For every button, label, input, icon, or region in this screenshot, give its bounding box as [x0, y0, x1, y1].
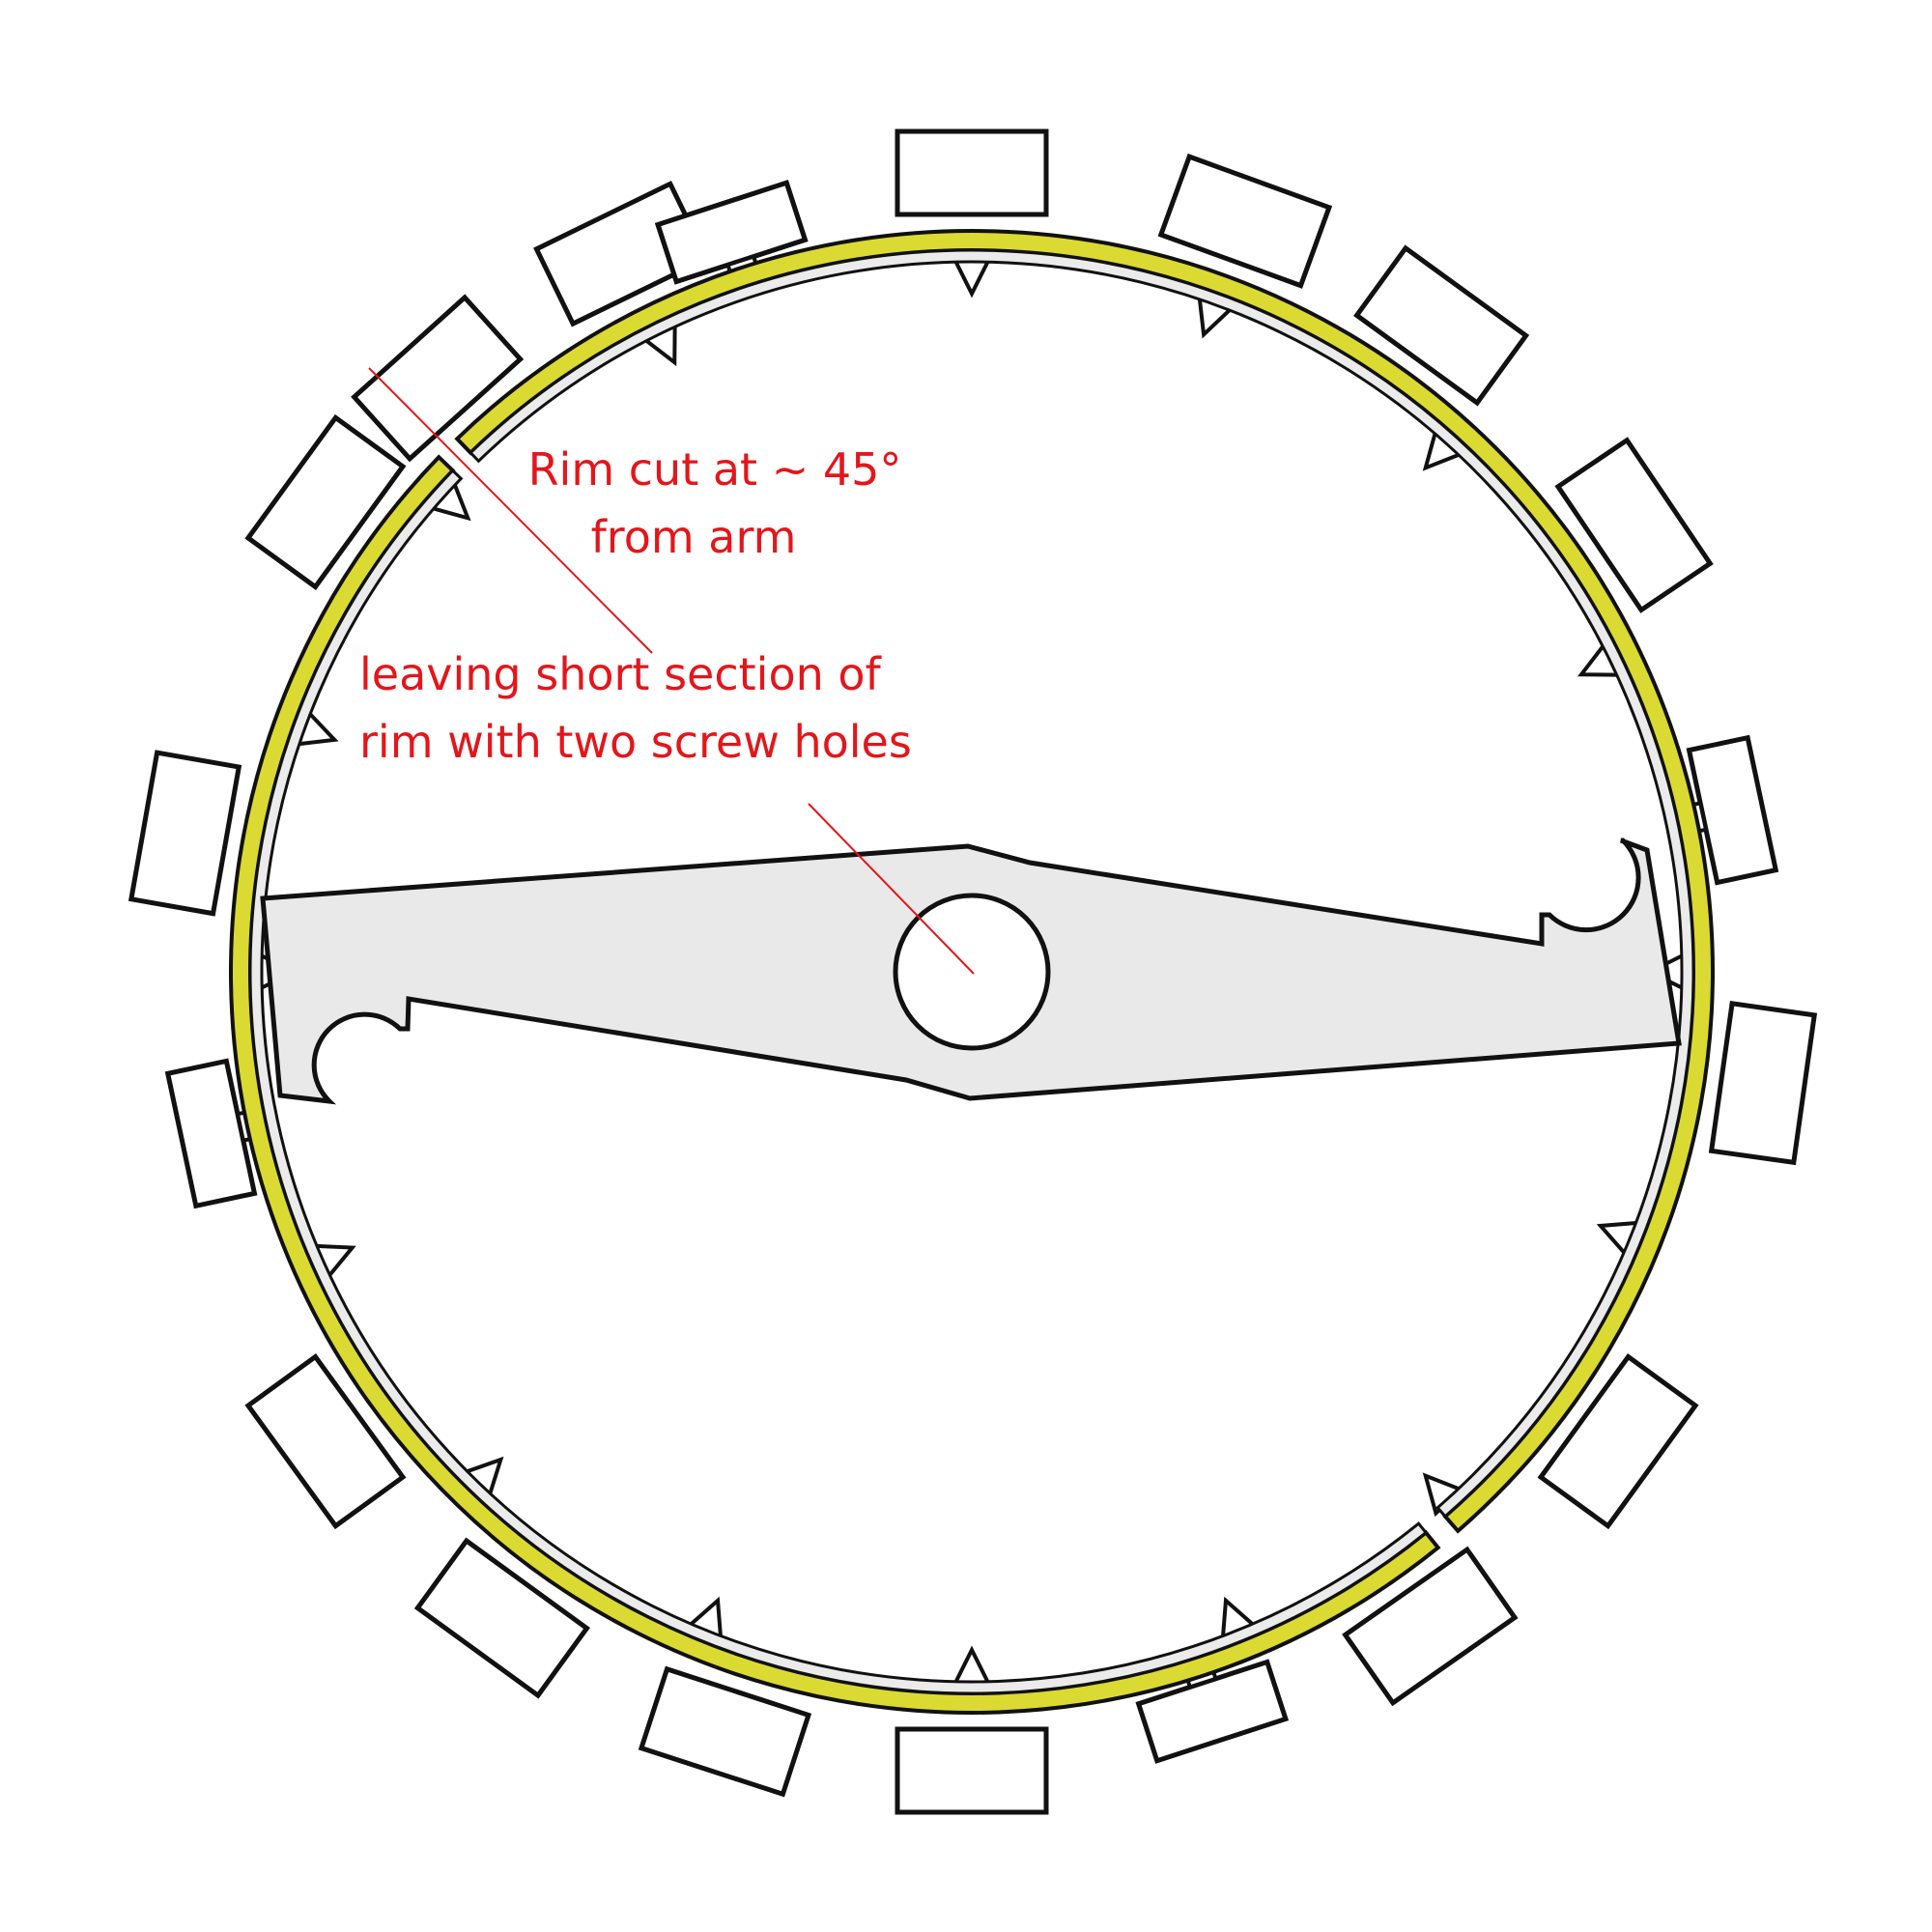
- rim-inner-band-main: [468, 248, 1695, 1519]
- blade: [1537, 1353, 1699, 1530]
- blade: [1554, 437, 1714, 613]
- blade-body: [413, 1537, 590, 1699]
- short-section-label-line2: rim with two screw holes: [359, 716, 912, 768]
- blade: [638, 1665, 812, 1798]
- blade-body: [1537, 1353, 1699, 1530]
- blade: [1353, 244, 1530, 407]
- blade: [895, 128, 1049, 217]
- rim-cut-label-line2: from arm: [591, 511, 797, 563]
- blade-body: [895, 1726, 1049, 1815]
- blade-group: [128, 128, 1818, 1815]
- blade-body: [244, 413, 407, 590]
- rim-stud: [951, 257, 993, 298]
- blade-body: [1554, 437, 1714, 613]
- blade-body: [128, 750, 242, 917]
- blade-body: [1157, 153, 1333, 289]
- blade: [1157, 153, 1333, 289]
- blade: [244, 1353, 407, 1530]
- blade: [351, 294, 525, 463]
- blade: [895, 1726, 1049, 1815]
- blade: [1342, 1546, 1519, 1707]
- rim-cut-leader: [368, 367, 653, 654]
- blade-body: [244, 1353, 407, 1530]
- short-section-leader: [808, 803, 975, 975]
- blade: [413, 1537, 590, 1699]
- blade-body: [638, 1665, 812, 1798]
- short-section-label-line1: leaving short section of: [359, 648, 883, 700]
- blade-body: [1353, 244, 1530, 407]
- blade-body: [351, 294, 525, 463]
- rim-outer-band-short: [229, 454, 1441, 1715]
- blade-body: [1708, 1001, 1818, 1166]
- rim: [229, 229, 1715, 1715]
- blade-body: [895, 128, 1049, 217]
- blade: [244, 413, 407, 590]
- blade: [1708, 1001, 1818, 1166]
- rim-stud: [951, 1645, 993, 1687]
- blade-body: [1342, 1546, 1519, 1707]
- rim-inner-band-short: [248, 468, 1429, 1695]
- blade: [128, 750, 242, 917]
- rim-cut-label-line1: Rim cut at ~ 45°: [528, 443, 902, 496]
